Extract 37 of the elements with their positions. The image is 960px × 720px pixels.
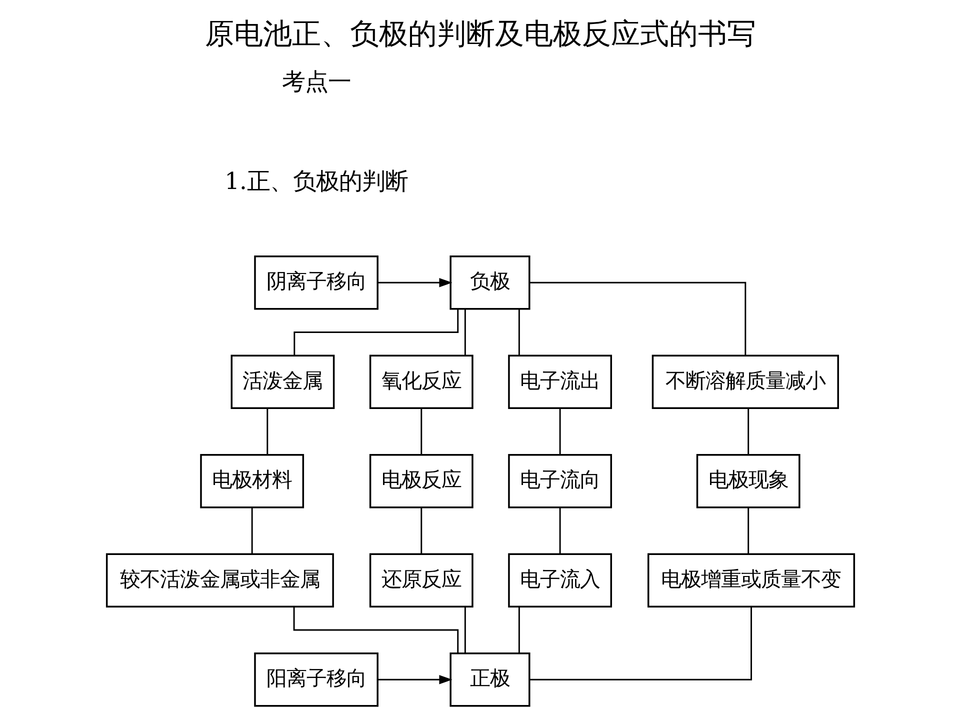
- node-box: 正极: [449, 652, 530, 707]
- node-box: 电子流入: [508, 553, 612, 608]
- node-box: 电极现象: [696, 454, 800, 508]
- connector: [293, 309, 458, 356]
- connector: [747, 408, 749, 454]
- node-box: 活泼金属: [230, 354, 334, 410]
- connector: [464, 309, 466, 356]
- connector: [529, 607, 752, 680]
- connector: [529, 282, 746, 356]
- connector: [266, 408, 268, 454]
- connector: [292, 606, 458, 654]
- node-box: 电极反应: [368, 454, 473, 508]
- connector: [420, 508, 422, 554]
- connector: [518, 309, 520, 356]
- connector: [518, 607, 520, 653]
- connector: [464, 607, 466, 653]
- node-box: 电子流出: [508, 354, 612, 410]
- label: 1.正、负极的判断: [224, 166, 408, 195]
- node-box: 阳离子移向: [254, 652, 378, 707]
- node-box: 较不活泼金属或非金属: [105, 553, 334, 608]
- arrow: [378, 278, 452, 288]
- connector: [420, 408, 422, 454]
- connector: [747, 508, 749, 554]
- node-box: 电极材料: [200, 454, 304, 508]
- arrow: [378, 675, 452, 684]
- node-box: 氧化反应: [368, 354, 473, 410]
- node-box: 不断溶解质量减小: [651, 354, 838, 410]
- node-box: 还原反应: [368, 553, 473, 608]
- node-box: 电子流向: [508, 454, 612, 508]
- label: 考点一: [281, 68, 350, 96]
- connector: [250, 508, 252, 554]
- node-box: 电极增重或质量不变: [646, 553, 855, 608]
- connector: [558, 408, 560, 454]
- connector: [558, 508, 560, 554]
- node-box: 阴离子移向: [254, 256, 378, 310]
- diagram-title: 原电池正、负极的判断及电极反应式的书写: [204, 16, 756, 50]
- node-box: 负极: [449, 256, 530, 310]
